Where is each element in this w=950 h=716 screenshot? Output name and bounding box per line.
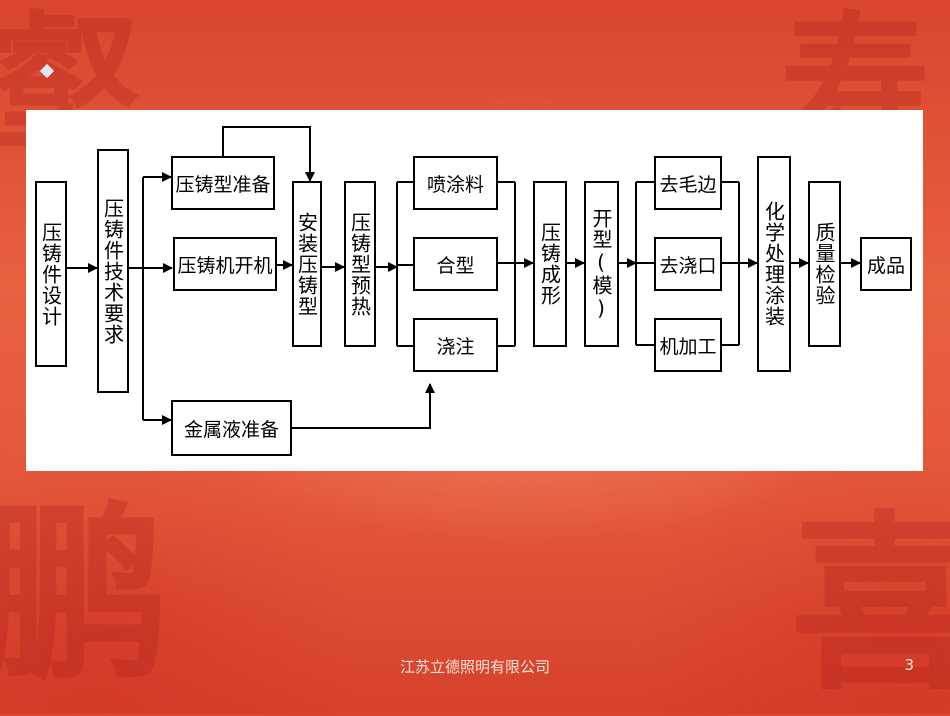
node-deburr-label: 去毛边 (659, 173, 717, 196)
node-casting: 压铸成形 (533, 181, 567, 347)
node-open-mold: 开型(模) (584, 181, 619, 347)
node-spray-label: 喷涂料 (426, 173, 484, 196)
node-spray: 喷涂料 (413, 156, 498, 210)
node-machine-on: 压铸机开机 (173, 237, 277, 291)
footer-company: 江苏立德照明有限公司 (399, 658, 550, 676)
node-inspection-label: 质量检验 (812, 222, 836, 306)
node-machining: 机加工 (654, 318, 722, 372)
seal-watermark: 喜 (790, 493, 950, 716)
node-close-mold-label: 合型 (436, 254, 475, 277)
node-gate-removal: 去浇口 (654, 237, 722, 291)
node-metal-prep-label: 金属液准备 (183, 418, 279, 441)
node-requirements-label: 压铸件技术要求 (100, 197, 125, 345)
node-product: 成品 (860, 237, 912, 291)
node-design-label: 压铸件设计 (38, 221, 63, 327)
node-mold-prep-label: 压铸型准备 (175, 173, 271, 196)
node-metal-prep: 金属液准备 (171, 400, 292, 456)
node-design: 压铸件设计 (35, 181, 67, 367)
node-deburr: 去毛边 (654, 156, 722, 210)
node-machining-label: 机加工 (659, 335, 717, 358)
node-gate-removal-label: 去浇口 (659, 254, 717, 277)
node-product-label: 成品 (866, 254, 905, 277)
node-coating: 化学处理涂装 (757, 156, 791, 372)
node-install-mold: 安装压铸型 (292, 181, 322, 347)
node-mold-prep: 压铸型准备 (171, 156, 275, 210)
node-open-mold-label: 开型(模) (589, 207, 613, 321)
node-pour-label: 浇注 (436, 335, 475, 358)
page-number: 3 (904, 656, 914, 674)
node-requirements: 压铸件技术要求 (97, 149, 129, 393)
node-pour: 浇注 (413, 318, 498, 372)
node-coating-label: 化学处理涂装 (761, 201, 786, 327)
node-preheat-label: 压铸型预热 (347, 211, 372, 317)
node-inspection: 质量检验 (808, 181, 841, 347)
node-install-mold-label: 安装压铸型 (294, 211, 319, 317)
seal-watermark: 鹏 (0, 483, 171, 706)
node-close-mold: 合型 (413, 237, 498, 291)
node-casting-label: 压铸成形 (537, 222, 562, 306)
node-preheat: 压铸型预热 (344, 181, 376, 347)
node-machine-on-label: 压铸机开机 (177, 254, 273, 277)
